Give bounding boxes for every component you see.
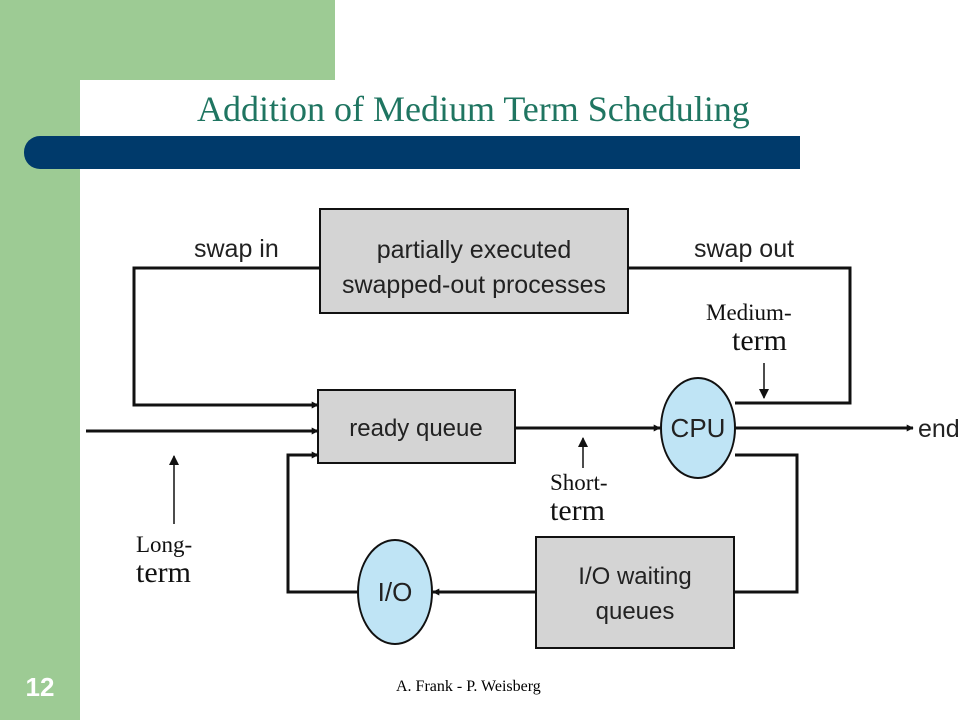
annotation-arrows — [169, 363, 769, 524]
page-number: 12 — [25, 672, 55, 702]
io-to-ready-arrow — [286, 451, 358, 594]
long-term-label-line1: Long- — [136, 532, 192, 557]
long-term-label-line2: term — [136, 556, 191, 589]
io-waiting-rect — [535, 536, 735, 649]
cpu-node: CPU — [660, 377, 736, 479]
swapped-out-rect — [319, 208, 629, 314]
io-label: I/O — [378, 577, 413, 607]
swap-out-line — [628, 266, 852, 405]
connector-lines — [86, 266, 914, 596]
title-underline-bar — [24, 136, 800, 169]
swap-in-label: swap in — [194, 235, 279, 263]
io-waiting-label-line2: queues — [596, 598, 675, 625]
cpu-to-io-wait-line — [734, 453, 799, 594]
ready-queue-rect — [317, 389, 516, 464]
short-term-label-line2: term — [550, 494, 605, 527]
cpu-circle — [660, 377, 736, 479]
io-circle — [357, 539, 433, 645]
io-node: I/O — [357, 539, 433, 645]
swapped-out-box: partially executed swapped-out processes — [319, 208, 629, 314]
swapped-out-label-line1: partially executed — [377, 236, 572, 264]
swapped-out-label-line2: swapped-out processes — [342, 271, 606, 299]
cpu-label: CPU — [671, 413, 726, 443]
side-accent-band — [0, 0, 80, 720]
ready-queue-label: ready queue — [349, 415, 482, 442]
end-label: end — [918, 415, 960, 443]
swap-in-arrow — [132, 266, 320, 409]
io-waiting-label-line1: I/O waiting — [578, 563, 691, 590]
top-accent-band — [0, 0, 335, 80]
slide-title: Addition of Medium Term Scheduling — [197, 89, 750, 129]
io-waiting-box: I/O waiting queues — [535, 536, 735, 649]
short-term-label-line1: Short- — [550, 470, 608, 495]
medium-term-label-line2: term — [732, 324, 787, 357]
swap-out-label: swap out — [694, 235, 794, 263]
footer-author: A. Frank - P. Weisberg — [396, 678, 541, 695]
medium-term-label-line1: Medium- — [706, 300, 792, 325]
ready-queue-box: ready queue — [317, 389, 516, 464]
